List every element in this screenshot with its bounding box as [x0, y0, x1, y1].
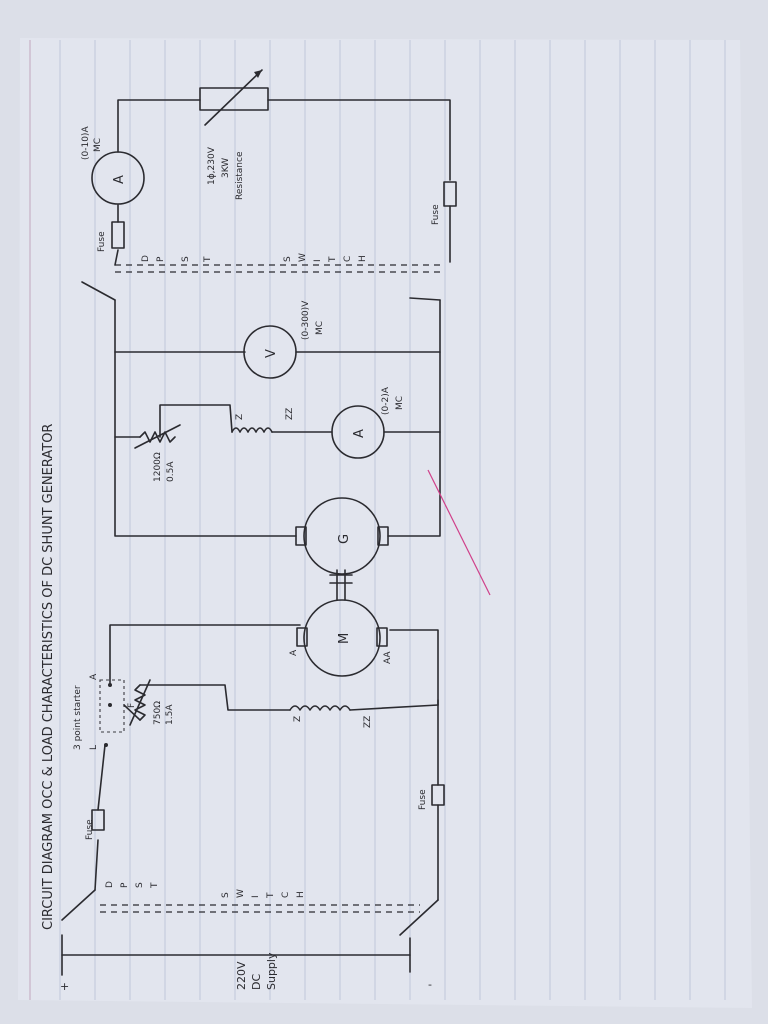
supply-minus: - [428, 978, 432, 991]
field-ammeter-symbol: A [352, 429, 367, 438]
motor-field-coil [289, 705, 351, 711]
switch-letter-c: C [281, 892, 291, 898]
motor-terminal-aa: AA [383, 651, 393, 664]
supply-voltage: 220V [235, 961, 248, 990]
switch-letter-h: H [296, 891, 306, 898]
generator-terminal-z: Z [235, 414, 245, 420]
motor: M A AA [289, 599, 393, 677]
field-ammeter-type: MC [395, 396, 405, 410]
diagram-title: CIRCUIT DIAGRAM OCC & LOAD CHARACTERISTI… [41, 424, 56, 930]
dpst2-letter-t: T [203, 256, 213, 263]
voltmeter-range: (0-300)V [301, 300, 311, 340]
load-wiring: Fuse A (0-10)A MC Fuse 1ϕ,230V 3KW Resis… [81, 69, 457, 266]
switch-letter-i: I [251, 895, 261, 898]
supply-word: Supply [265, 952, 278, 990]
starter-terminal-a: A [89, 673, 99, 680]
motor-rheostat-rating-2: 1.5A [165, 704, 175, 725]
generator-rheostat-rating-2: 0.5A [166, 461, 176, 482]
dpst-switch-load: D P S T S W I T C H [81, 253, 445, 301]
fuse-label-motor-bottom: Fuse [418, 789, 428, 810]
motor-symbol: M [337, 633, 352, 644]
switch2-letter-h: H [358, 255, 368, 262]
dpst-switch-motor: D P S T S W I T C H [61, 881, 439, 936]
load-resistance [199, 87, 269, 111]
generator-terminal-zz: ZZ [285, 408, 295, 420]
shaft-coupling [329, 569, 353, 601]
motor-terminal-a: A [289, 649, 299, 656]
starter-terminal-l: L [89, 745, 99, 750]
switch2-letter-s: S [283, 256, 293, 262]
load-rating-line1: 1ϕ,230V [207, 146, 217, 185]
generator-symbol: G [337, 534, 352, 544]
motor-terminal-zz: ZZ [363, 716, 373, 728]
load-rating-line2: 3KW [221, 158, 231, 178]
load-rating-line3: Resistance [235, 151, 245, 200]
supply-type: DC [250, 974, 263, 990]
dpst-letter-t: T [150, 882, 160, 889]
load-ammeter-type: MC [93, 138, 103, 152]
voltmeter-type: MC [315, 321, 325, 335]
generator-rheostat-rating-1: 1200Ω [153, 452, 163, 482]
generator-wiring: Z ZZ 1200Ω 0.5A A (0-2)A MC V (0-300)V M… [114, 299, 441, 537]
switch-letter-w: W [236, 889, 246, 898]
load-ammeter-symbol: A [112, 175, 127, 184]
switch2-letter-w: W [298, 253, 308, 262]
supply-section: + - 220V DC Supply [60, 934, 432, 993]
switch2-letter-i: I [313, 259, 323, 262]
dpst-letter-p: P [120, 882, 130, 888]
fuse-label-load-bottom: Fuse [431, 204, 441, 225]
switch-letter-t: T [266, 892, 276, 899]
generator-field-coil [231, 427, 273, 433]
dpst2-letter-s: S [181, 256, 191, 262]
voltmeter-symbol: V [264, 349, 279, 358]
motor-terminal-z: Z [293, 716, 303, 722]
dpst2-letter-p: P [156, 256, 166, 262]
starter-terminal-f: F [127, 703, 137, 708]
load-ammeter-range: (0-10)A [81, 126, 91, 160]
dpst-letter-d: D [105, 881, 115, 888]
switch2-letter-t: T [328, 256, 338, 263]
motor-wiring: Fuse Fuse L A F 3 point starter 750Ω 1.5… [73, 624, 445, 901]
starter-label: 3 point starter [73, 685, 83, 750]
switch2-letter-c: C [343, 256, 353, 262]
ruled-lines [59, 40, 726, 1000]
fuse-label-load-top: Fuse [97, 231, 107, 252]
pen-mark [427, 469, 491, 596]
paper-surface [18, 38, 752, 1008]
dpst2-letter-d: D [141, 255, 151, 262]
switch-letter-s: S [221, 892, 231, 898]
motor-rheostat-rating-1: 750Ω [153, 701, 163, 725]
supply-plus: + [60, 980, 69, 993]
fuse-label-motor-top: Fuse [85, 819, 95, 840]
field-ammeter-range: (0-2)A [381, 386, 391, 415]
dpst-letter-s: S [135, 882, 145, 888]
